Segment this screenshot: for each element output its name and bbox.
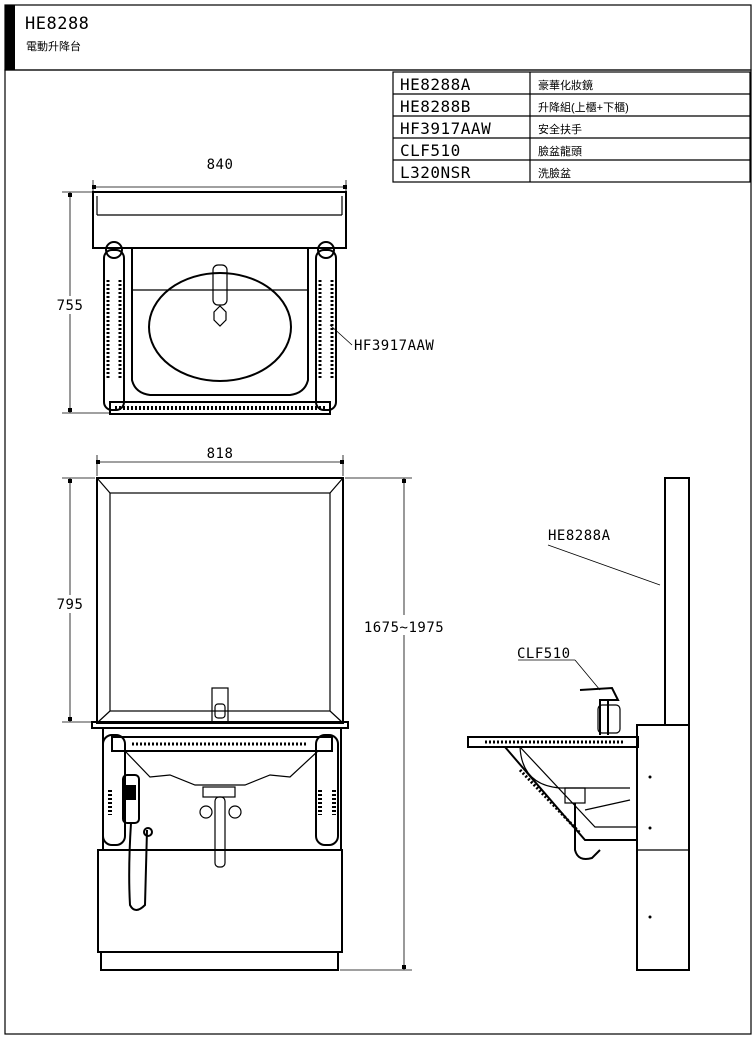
parts-table: HE8288A 豪華化妝鏡 HE8288B 升降組(上櫃+下櫃) HF3917A… [392,71,751,183]
model-title: HE8288 [25,14,89,34]
drawing-frame [4,69,752,1035]
header-frame [4,4,752,71]
callout-faucet: CLF510 [517,646,571,662]
part-name: 豪華化妝鏡 [538,78,593,92]
front-view: 818 795 1675~1975 [52,446,458,971]
dim-front-width: 818 [207,446,234,462]
header-bar [5,5,15,70]
dim-mirror-height: 795 [57,597,84,613]
part-name: 臉盆龍頭 [538,144,582,158]
part-name: 洗臉盆 [538,166,571,180]
model-subtitle: 電動升降台 [26,39,81,53]
top-view: 840 755 HF3917AAW [52,157,434,415]
side-view: HE8288A CLF510 [467,477,690,971]
part-code: CLF510 [400,141,461,160]
dim-top-depth: 755 [57,298,84,314]
callout-mirror: HE8288A [548,528,611,544]
dim-top-width: 840 [207,157,234,173]
part-code: HE8288A [400,75,471,94]
part-name: 升降組(上櫃+下櫃) [538,100,629,114]
part-name: 安全扶手 [538,122,582,136]
part-code: HF3917AAW [400,119,491,138]
callout-handrail: HF3917AAW [354,338,434,354]
part-code: HE8288B [400,97,471,116]
part-code: L320NSR [400,163,471,182]
dim-total-height: 1675~1975 [364,620,444,636]
